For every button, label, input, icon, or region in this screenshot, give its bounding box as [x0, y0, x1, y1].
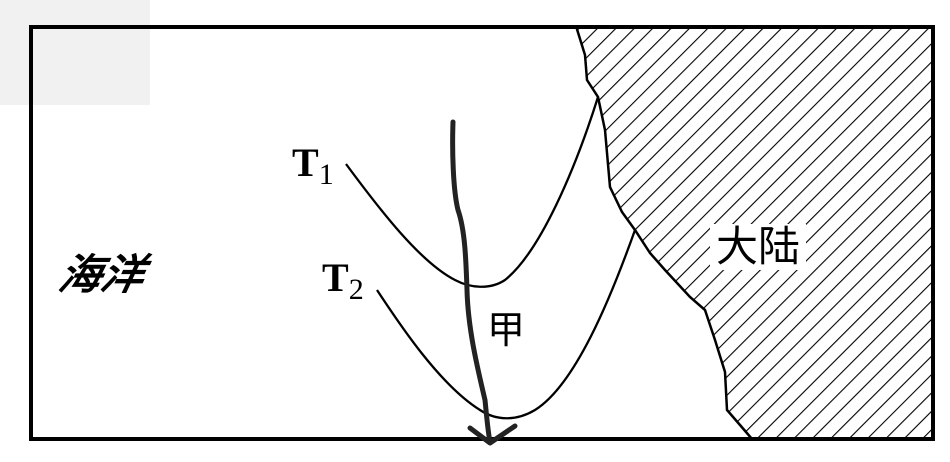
watermark — [0, 0, 150, 105]
isotherm-t1-label: T1 — [292, 143, 334, 190]
isotherm-t1-letter: T — [292, 140, 319, 185]
isotherm-t2-line — [376, 229, 637, 420]
ocean-label: 海洋 — [54, 250, 150, 299]
isotherm-t1-line — [345, 96, 600, 288]
coastline — [574, 25, 753, 440]
isotherm-t2-subscript: 2 — [348, 273, 364, 306]
isotherm-t2-label: T2 — [322, 258, 364, 305]
ocean-current-arrow — [450, 119, 493, 445]
current-label: 甲 — [487, 308, 526, 352]
isotherm-t2-letter: T — [322, 255, 349, 300]
isotherm-t1-subscript: 1 — [318, 158, 334, 191]
continent-label: 大陆 — [710, 224, 807, 270]
arrowhead-icon — [467, 423, 518, 446]
